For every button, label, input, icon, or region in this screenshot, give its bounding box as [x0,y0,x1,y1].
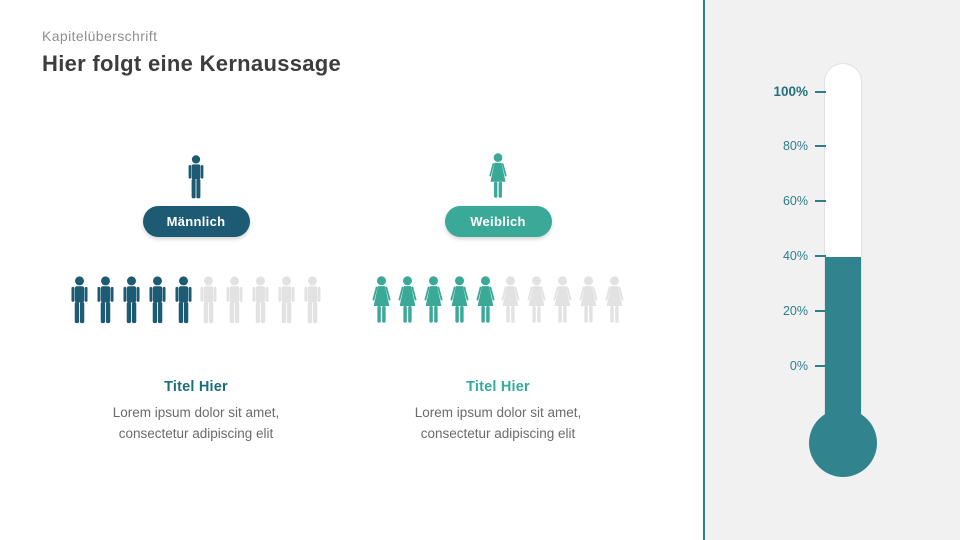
group-female: Weiblich [366,153,630,445]
thermo-scale-label: 0% [789,358,808,373]
male-pictograph-row [67,276,325,324]
group-male: Männlich [64,153,328,445]
chapter-heading: Kapitelüberschrift [42,28,158,44]
female-blurb-line1: Lorem ipsum dolor sit amet, [414,405,582,420]
thermo-scale-tick [815,90,826,93]
thermo-scale-label: 40% [782,248,808,263]
female-blurb: Titel Hier Lorem ipsum dolor sit amet, c… [378,379,618,445]
female-label: Weiblich [470,214,526,229]
male-blurb-line1: Lorem ipsum dolor sit amet, [112,405,280,420]
thermo-scale-label: 60% [782,194,808,209]
thermometer-bulb [809,409,877,477]
thermo-scale-label: 100% [773,83,808,99]
thermo-scale-tick [815,309,826,312]
male-blurb-body: Lorem ipsum dolor sit amet, consectetur … [76,403,316,445]
thermometer-fill [825,256,861,419]
male-label-pill: Männlich [142,206,250,237]
female-pictograph-row [369,276,627,324]
female-blurb-line2: consectetur adipiscing elit [420,425,576,441]
thermo-scale-tick [815,145,826,148]
thermo-scale-tick [815,254,826,257]
thermo-scale-tick [815,364,826,367]
thermo-scale-label: 20% [782,303,808,318]
male-icon [186,153,206,199]
male-blurb-title: Titel Hier [164,379,228,395]
male-blurb-line2: consectetur adipiscing elit [118,425,274,441]
thermometer-tube [824,63,862,420]
thermo-scale-tick [815,200,826,203]
male-blurb: Titel Hier Lorem ipsum dolor sit amet, c… [76,379,316,445]
female-blurb-body: Lorem ipsum dolor sit amet, consectetur … [378,403,618,445]
thermo-scale-label: 80% [782,139,808,154]
female-blurb-title: Titel Hier [466,379,530,395]
female-icon [486,153,510,199]
slide-header: Kapitelüberschrift Hier folgt eine Kerna… [42,28,341,77]
page-title: Hier folgt eine Kernaussage [42,51,342,76]
male-label: Männlich [166,214,226,229]
female-label-pill: Weiblich [444,206,552,237]
